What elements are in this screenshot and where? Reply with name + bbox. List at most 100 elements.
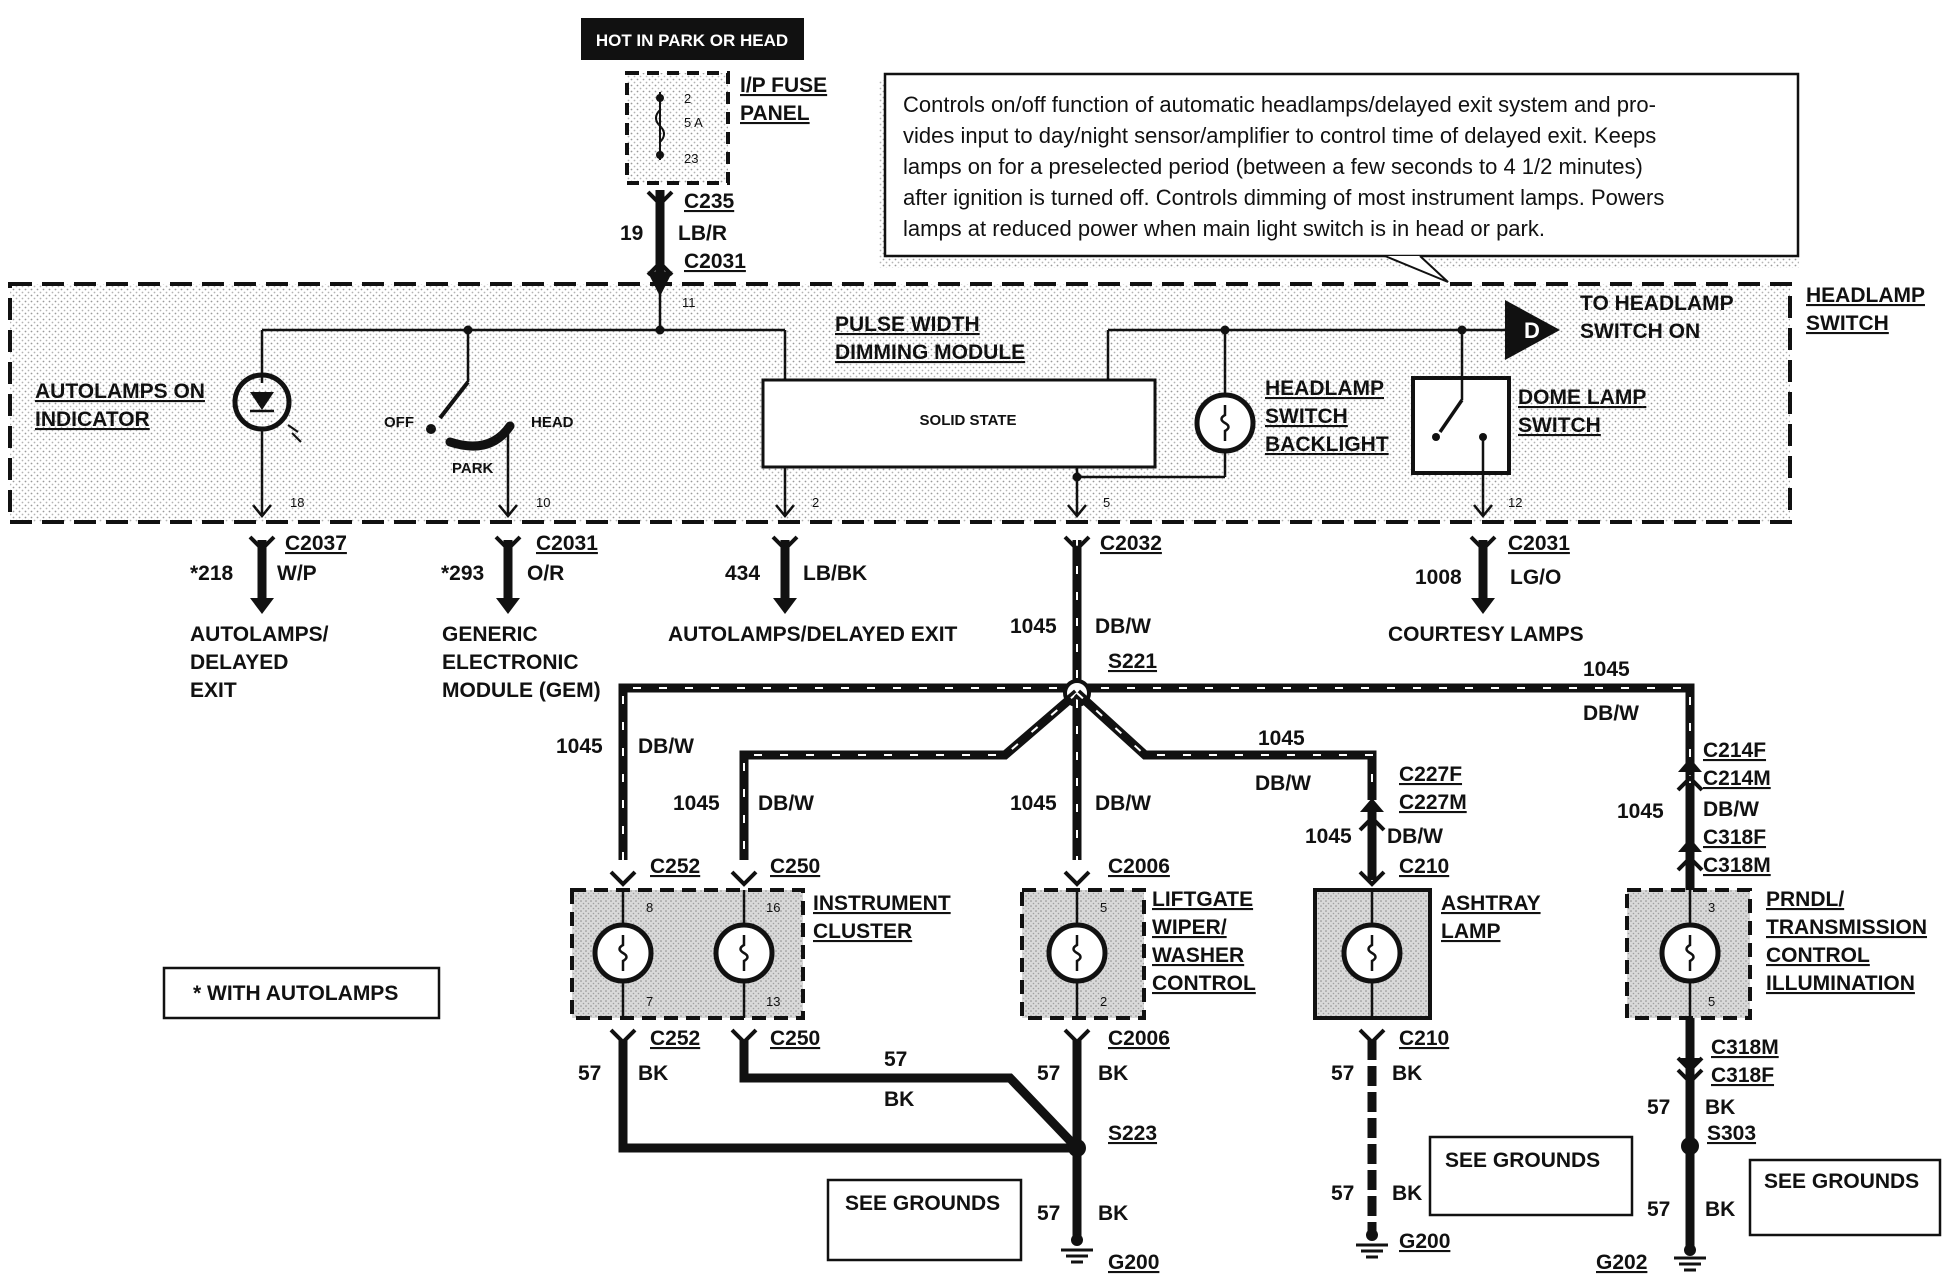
out-293-dest-2: ELECTRONIC <box>442 651 579 674</box>
bus-color-right: DB/W <box>1583 702 1639 725</box>
prndl-bulb-icon <box>1659 890 1721 1018</box>
svg-text:2: 2 <box>812 495 819 510</box>
fuse-panel-title-2: PANEL <box>740 102 810 125</box>
out-293-dest-3: MODULE (GEM) <box>442 679 601 702</box>
pwm-label-1: PULSE WIDTH <box>835 313 980 336</box>
out-293-color: O/R <box>527 562 564 585</box>
dome-lamp-switch-icon <box>1432 330 1493 518</box>
splice-s223-node <box>1068 1139 1086 1157</box>
svg-text:16: 16 <box>766 900 780 915</box>
branch-d-color: DB/W <box>1255 772 1311 795</box>
svg-text:2: 2 <box>684 91 691 106</box>
gnd-g-color: BK <box>1705 1096 1735 1119</box>
out-434-dest: AUTOLAMPS/DELAYED EXIT <box>668 623 958 646</box>
ashtray-conn-bot: C210 <box>1399 1027 1449 1050</box>
autolamps-indicator-label-2: INDICATOR <box>35 408 150 431</box>
ashtray-conn-top: C210 <box>1399 855 1449 878</box>
fuse-panel: 2 5 A 23 <box>625 71 730 185</box>
light-selector-switch-icon <box>426 330 515 451</box>
backlight-label-2: SWITCH <box>1265 405 1348 428</box>
branch-c-circuit: 1045 <box>1010 792 1057 815</box>
out-1045-color: DB/W <box>1095 615 1151 638</box>
conn-c318f: C318F <box>1703 826 1766 849</box>
see-grounds-box-a <box>826 1178 1023 1262</box>
output-wire-434 <box>771 535 799 614</box>
footnote-text: * WITH AUTOLAMPS <box>193 982 398 1005</box>
cluster-conn-bot-b: C250 <box>770 1027 820 1050</box>
headlamp-arrow-letter: D <box>1524 318 1540 343</box>
description-line-4: after ignition is turned off. Controls d… <box>903 185 1664 210</box>
splice-s303: S303 <box>1707 1122 1756 1145</box>
conn-c227m: C227M <box>1399 791 1467 814</box>
cluster-bulb-a-icon <box>592 890 654 1018</box>
out-1045-conn: C2032 <box>1100 532 1162 555</box>
liftgate-name-1: LIFTGATE <box>1152 888 1253 911</box>
backlight-bulb-icon <box>1194 392 1256 454</box>
gnd-a-color: BK <box>638 1062 668 1085</box>
pwm-inner-label: SOLID STATE <box>920 412 1017 429</box>
prndl-color: DB/W <box>1703 798 1759 821</box>
out-434-color: LB/BK <box>803 562 867 585</box>
pwm-module-box <box>761 378 1157 469</box>
prndl-conn-bot-2: C318F <box>1711 1064 1774 1087</box>
prndl-name-3: CONTROL <box>1766 944 1870 967</box>
hot-label: HOT IN PARK OR HEAD <box>596 31 788 50</box>
splice-s223: S223 <box>1108 1122 1157 1145</box>
prndl-circuit: 1045 <box>1617 800 1664 823</box>
ashtray-circuit: 1045 <box>1305 825 1352 848</box>
liftgate-name-3: WASHER <box>1152 944 1244 967</box>
branch-a-color: DB/W <box>638 735 694 758</box>
svg-text:2: 2 <box>1100 994 1107 1009</box>
conn-c318m: C318M <box>1703 854 1771 877</box>
feed-conn-bottom: C2031 <box>684 250 746 273</box>
svg-text:8: 8 <box>646 900 653 915</box>
see-grounds-c: SEE GROUNDS <box>1764 1170 1919 1193</box>
see-grounds-box-b <box>1428 1135 1634 1217</box>
splice-s303-node <box>1681 1137 1699 1155</box>
footnote-box <box>162 966 441 1020</box>
svg-text:3: 3 <box>1708 900 1715 915</box>
gnd-h-circuit: 57 <box>1647 1198 1670 1221</box>
see-grounds-a: SEE GROUNDS <box>845 1192 1000 1215</box>
svg-text:5: 5 <box>1708 994 1715 1009</box>
headlamp-switch-on-arrow-icon <box>1505 300 1560 360</box>
fuse-panel-title-1: I/P FUSE <box>740 74 827 97</box>
svg-text:12: 12 <box>1508 495 1522 510</box>
output-wire-293 <box>494 535 522 614</box>
circuit-1045-main <box>1063 535 1091 693</box>
selector-off: OFF <box>384 414 414 431</box>
branch-d-circuit: 1045 <box>1258 727 1305 750</box>
dome-lamp-switch-box <box>1411 376 1511 475</box>
dome-label-1: DOME LAMP <box>1518 386 1646 409</box>
svg-text:7: 7 <box>646 994 653 1009</box>
backlight-label-3: BACKLIGHT <box>1265 433 1389 456</box>
ashtray-name-1: ASHTRAY <box>1441 892 1541 915</box>
headlamp-switch-title-1: HEADLAMP <box>1806 284 1925 307</box>
svg-text:11: 11 <box>682 295 696 310</box>
out-293-conn: C2031 <box>536 532 598 555</box>
out-218-circuit: *218 <box>190 562 234 585</box>
svg-text:13: 13 <box>766 994 780 1009</box>
to-headlamp-label-1: TO HEADLAMP <box>1580 292 1734 315</box>
liftgate-conn-bot: C2006 <box>1108 1027 1170 1050</box>
out-1008-circuit: 1008 <box>1415 566 1462 589</box>
svg-text:5: 5 <box>1100 900 1107 915</box>
ground-g200a: G200 <box>1108 1251 1159 1274</box>
svg-text:10: 10 <box>536 495 550 510</box>
backlight-label-1: HEADLAMP <box>1265 377 1384 400</box>
conn-c214f: C214F <box>1703 739 1766 762</box>
description-line-5: lamps at reduced power when main light s… <box>903 216 1545 241</box>
gnd-a-circuit: 57 <box>578 1062 601 1085</box>
ground-g200b: G200 <box>1399 1230 1450 1253</box>
liftgate-conn-top: C2006 <box>1108 855 1170 878</box>
gnd-d-circuit: 57 <box>1037 1202 1060 1225</box>
cluster-conn-bot-a: C252 <box>650 1027 700 1050</box>
bus-circuit-right: 1045 <box>1583 658 1630 681</box>
out-1008-conn: C2031 <box>1508 532 1570 555</box>
gnd-e-color: BK <box>1392 1062 1422 1085</box>
description-box <box>883 72 1800 258</box>
gnd-b-circuit: 57 <box>884 1048 907 1071</box>
ground-g200a-icon <box>1061 1234 1093 1264</box>
splice-s221: S221 <box>1108 650 1157 673</box>
